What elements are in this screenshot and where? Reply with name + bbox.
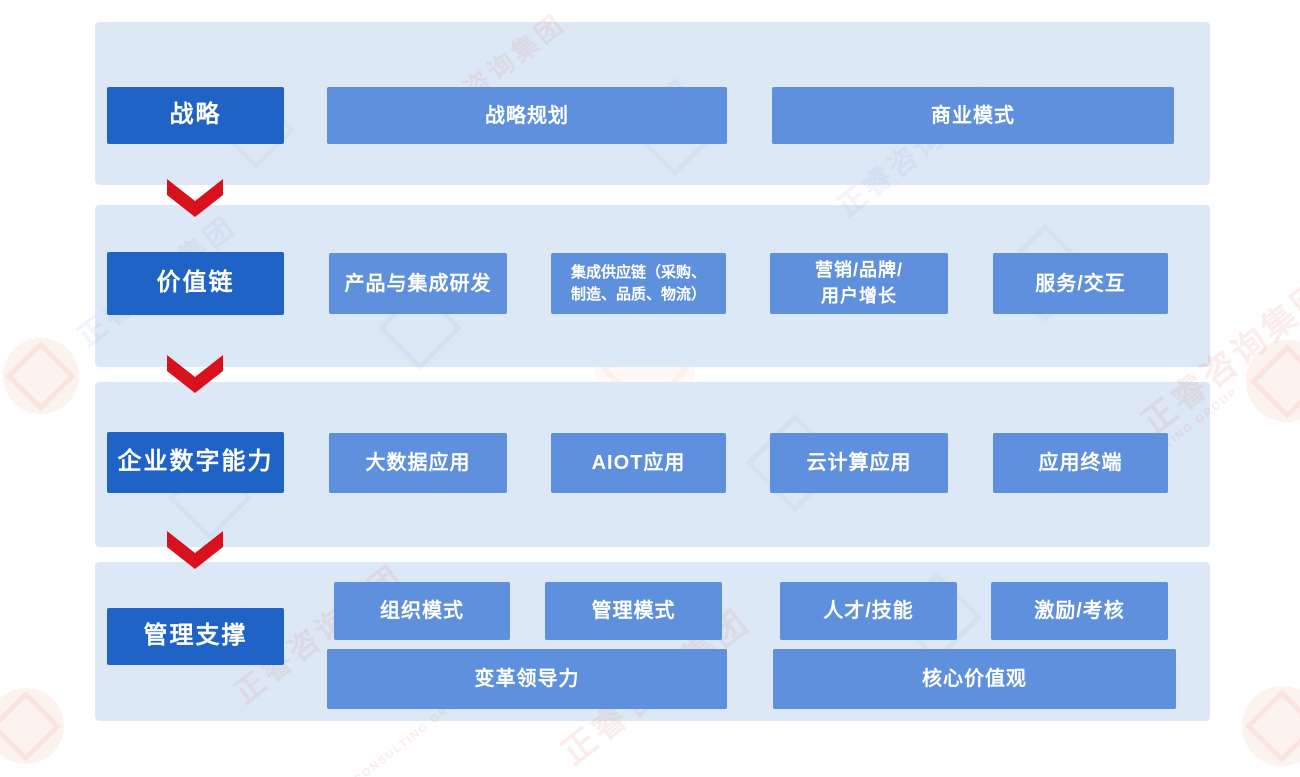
down-arrow-icon bbox=[167, 531, 223, 569]
box-text-line1: 集成供应链（采购、 bbox=[570, 263, 706, 281]
box-incentive-assessment: 激励/考核 bbox=[991, 582, 1168, 640]
row-label-strategy: 战略 bbox=[107, 87, 284, 144]
box-text: 大数据应用 bbox=[365, 452, 471, 474]
box-talent-skills: 人才/技能 bbox=[780, 582, 957, 640]
row-label-management-support: 管理支撑 bbox=[107, 608, 284, 665]
box-cloud-computing-application: 云计算应用 bbox=[770, 433, 948, 493]
box-text: 变革领导力 bbox=[474, 668, 580, 690]
box-text-line2: 制造、品质、物流） bbox=[570, 285, 706, 303]
row-label-text: 战略 bbox=[169, 101, 222, 129]
box-text: 产品与集成研发 bbox=[344, 272, 492, 295]
box-text-line1: 营销/品牌/ bbox=[814, 260, 903, 281]
watermark-logo bbox=[3, 338, 79, 414]
box-service-interaction: 服务/交互 bbox=[993, 253, 1168, 314]
watermark-logo bbox=[1242, 686, 1300, 766]
box-organization-model: 组织模式 bbox=[334, 582, 510, 640]
box-change-leadership: 变革领导力 bbox=[327, 649, 727, 709]
box-text: 管理模式 bbox=[591, 600, 676, 622]
box-aiot-application: AIOT应用 bbox=[551, 433, 726, 493]
box-text: 核心价值观 bbox=[922, 668, 1027, 690]
box-text: AIOT应用 bbox=[591, 452, 686, 474]
box-strategic-planning: 战略规划 bbox=[327, 87, 727, 144]
down-arrow-icon bbox=[167, 179, 223, 217]
box-big-data-application: 大数据应用 bbox=[329, 433, 507, 493]
row-label-text: 价值链 bbox=[156, 269, 235, 297]
box-text: 激励/考核 bbox=[1034, 600, 1125, 622]
row-label-value-chain: 价值链 bbox=[107, 252, 284, 315]
row-label-text: 企业数字能力 bbox=[117, 448, 274, 476]
box-text-line2: 用户增长 bbox=[821, 285, 897, 306]
box-management-model: 管理模式 bbox=[545, 582, 722, 640]
box-text: 应用终端 bbox=[1038, 452, 1123, 474]
watermark-logo bbox=[0, 688, 64, 764]
box-text: 组织模式 bbox=[380, 600, 464, 622]
down-arrow-icon bbox=[167, 355, 223, 393]
box-application-terminal: 应用终端 bbox=[993, 433, 1168, 493]
box-text: 云计算应用 bbox=[806, 452, 912, 474]
box-integrated-supply-chain: 集成供应链（采购、 制造、品质、物流） bbox=[551, 253, 726, 314]
box-text: 人才/技能 bbox=[823, 600, 914, 622]
box-text: 服务/交互 bbox=[1035, 272, 1126, 295]
row-label-text: 管理支撑 bbox=[143, 622, 248, 650]
box-business-model: 商业模式 bbox=[772, 87, 1174, 144]
box-text: 战略规划 bbox=[485, 104, 569, 127]
box-marketing-brand-growth: 营销/品牌/ 用户增长 bbox=[770, 253, 948, 314]
row-label-digital-capability: 企业数字能力 bbox=[107, 432, 284, 493]
box-text: 商业模式 bbox=[931, 104, 1015, 127]
box-core-values: 核心价值观 bbox=[773, 649, 1176, 709]
box-product-integrated-rd: 产品与集成研发 bbox=[329, 253, 507, 314]
